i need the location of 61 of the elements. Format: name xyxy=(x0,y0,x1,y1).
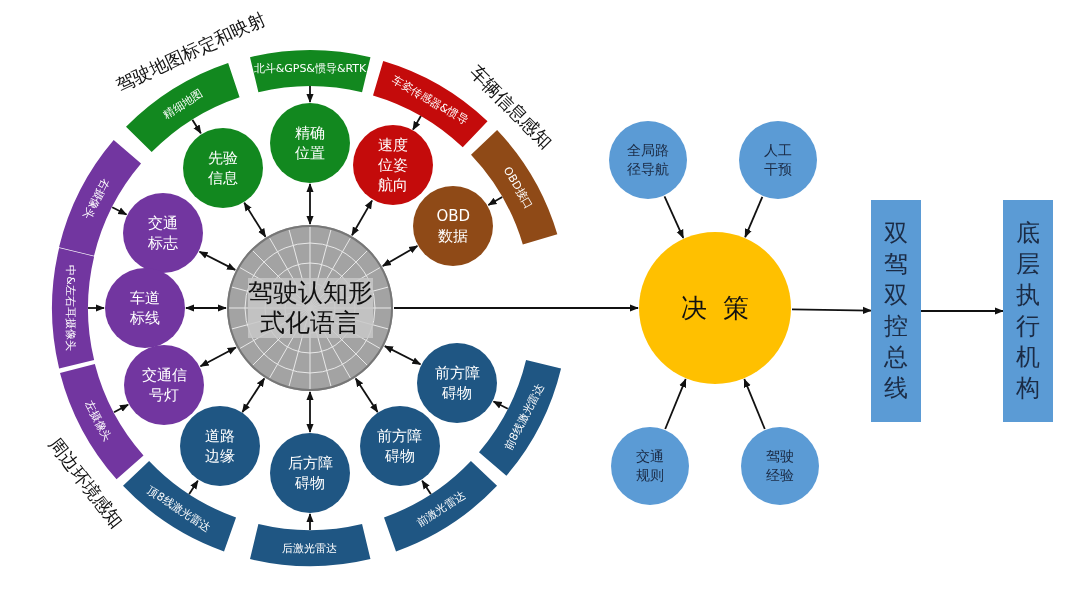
band-label: 后激光雷达 xyxy=(282,541,338,555)
band-label: 前激光雷达 xyxy=(414,488,468,530)
arrow xyxy=(188,479,199,496)
arrow xyxy=(111,206,128,216)
category-circle: 人工干预 xyxy=(739,121,817,199)
band-label: 右摄像头 xyxy=(80,176,112,222)
arrow xyxy=(791,306,872,315)
arrow xyxy=(393,304,639,312)
arrow xyxy=(412,114,422,131)
arrow xyxy=(492,400,509,410)
arc-band xyxy=(249,523,371,566)
category-circle: 交通信号灯 xyxy=(124,345,205,426)
arc-band xyxy=(249,50,371,93)
arrow xyxy=(487,196,504,206)
arc-band xyxy=(52,247,95,369)
arrow xyxy=(191,118,202,135)
process-box: 底层执行机构 xyxy=(1003,200,1053,422)
arrow xyxy=(743,378,766,430)
arrow xyxy=(920,307,1004,315)
arrow xyxy=(351,199,373,237)
band-label: 精细地图 xyxy=(160,87,205,122)
band-label: 北斗&GPS&惯导&RTK xyxy=(253,61,367,75)
band-label: 车姿传感器&惯导 xyxy=(389,73,471,128)
category-circle: 交通标志 xyxy=(122,193,203,274)
category-circle: 前方障碍物 xyxy=(417,342,497,423)
category-circle: 决策 xyxy=(639,232,791,384)
arrow xyxy=(744,195,764,239)
category-circle: 车道标线 xyxy=(105,268,185,348)
arrow xyxy=(198,250,237,271)
arrow xyxy=(664,378,687,430)
arrow xyxy=(663,195,685,239)
category-circle: 交通规则 xyxy=(611,427,689,505)
arrow xyxy=(113,403,129,414)
arrow xyxy=(241,377,266,413)
arrow xyxy=(306,85,314,103)
arrow xyxy=(87,304,105,312)
arrow xyxy=(306,391,314,433)
category-circle: 全局路径导航 xyxy=(609,121,687,199)
globe-label: 驾驶认知形式化语言 xyxy=(247,278,373,338)
arc-band xyxy=(59,140,142,257)
category-circle: 精确位置 xyxy=(270,103,350,183)
arrow xyxy=(199,346,237,368)
process-box: 双驾双控总线 xyxy=(871,200,921,422)
category-circle: 前方障碍物 xyxy=(359,406,440,487)
arrow xyxy=(383,345,422,366)
category-circle: 后方障碍物 xyxy=(270,433,350,513)
category-circle: 道路边缘 xyxy=(180,406,261,487)
category-circle: 速度位姿航向 xyxy=(352,125,433,206)
band-label: 中&左右耳摄像头 xyxy=(63,265,77,351)
arrow xyxy=(185,304,227,312)
band-label: 前8线激光雷达 xyxy=(501,381,547,453)
category-circle: 驾驶经验 xyxy=(741,427,819,505)
arrow xyxy=(381,245,419,267)
arrow xyxy=(354,377,379,413)
arrow xyxy=(421,479,432,496)
category-circle: 先验信息 xyxy=(182,128,263,209)
arrow xyxy=(306,183,314,225)
category-circle: OBD数据 xyxy=(412,185,493,266)
arrow xyxy=(243,201,267,238)
band-label: 左摄像头 xyxy=(82,398,115,444)
arrow xyxy=(306,513,314,531)
